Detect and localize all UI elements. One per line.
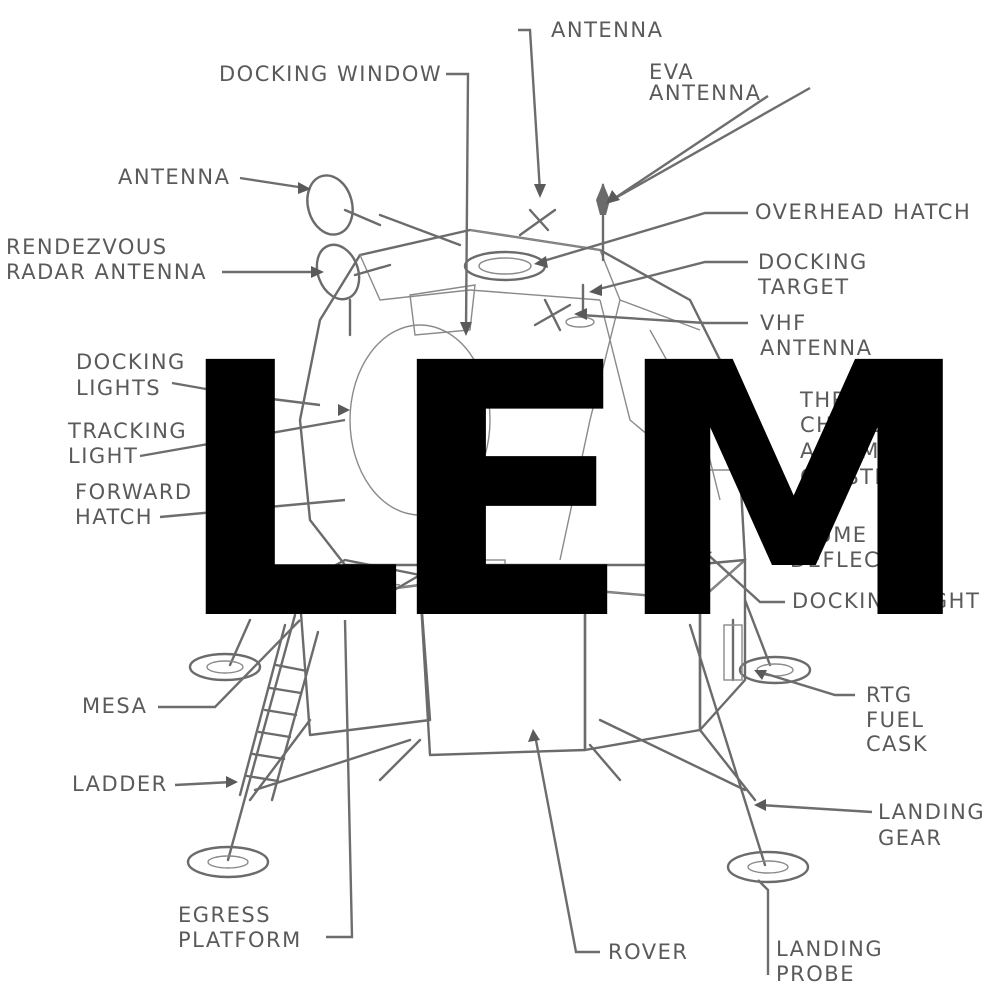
arrowheads [226, 182, 767, 811]
label-thrust-line3: ASSEMBLY [800, 439, 921, 463]
label-tracking-line2: LIGHT [68, 444, 139, 468]
label-rendezvous-line1: RENDEZVOUS [6, 235, 168, 259]
egress-platform-drawing [288, 558, 506, 612]
label-docking-window: DOCKING WINDOW [219, 62, 443, 86]
label-antenna-left: ANTENNA [118, 165, 231, 189]
label-docking-target-line1: DOCKING [758, 250, 868, 274]
label-docking-lights-line2: LIGHTS [76, 376, 162, 400]
label-overhead-hatch: OVERHEAD HATCH [755, 200, 972, 224]
label-ladder: LADDER [72, 772, 168, 796]
label-rtg-line3: CASK [866, 732, 929, 756]
label-antenna-top: ANTENNA [551, 18, 664, 42]
label-landing-gear-line1: LANDING [878, 800, 986, 824]
label-egress-line2: PLATFORM [178, 928, 302, 952]
page-title: LEM [172, 289, 977, 697]
label-vhf-line1: VHF [760, 311, 807, 335]
label-vhf-line2: ANTENNA [760, 336, 873, 360]
label-eva-antenna-line1: EVA [649, 60, 695, 84]
antenna-dishes [306, 174, 610, 337]
label-plume-line1: PLUME [790, 523, 868, 547]
label-docking-light: DOCKING LIGHT [792, 589, 981, 613]
label-rtg-line1: RTG [866, 683, 913, 707]
label-rendezvous-line2: RADAR ANTENNA [6, 260, 207, 284]
label-rover: ROVER [608, 940, 689, 964]
label-thrust-line1: THRUST [800, 388, 894, 412]
label-tracking-line1: TRACKING [68, 419, 188, 443]
ascent-stage [298, 228, 747, 567]
label-landing-probe-line2: PROBE [776, 962, 855, 986]
label-landing-gear-line2: GEAR [878, 826, 943, 850]
label-forward-hatch-line2: HATCH [75, 505, 154, 529]
landing-gear-drawing [186, 598, 812, 884]
label-eva-antenna-line2: ANTENNA [649, 81, 762, 105]
label-forward-hatch-line1: FORWARD [75, 480, 193, 504]
label-plume-line2: DEFLECTOR [790, 548, 929, 572]
label-docking-lights-line1: DOCKING [76, 350, 186, 374]
leader-lines [139, 28, 873, 975]
label-thrust-line4: CLUSTER [800, 465, 906, 489]
label-egress-line1: EGRESS [178, 903, 272, 927]
label-docking-target-line2: TARGET [758, 275, 850, 299]
label-mesa: MESA [82, 694, 148, 718]
label-rtg-line2: FUEL [866, 708, 925, 732]
ladder-drawing [238, 623, 320, 802]
label-landing-probe-line1: LANDING [776, 937, 884, 961]
label-thrust-line2: CHAMBER [800, 413, 916, 437]
